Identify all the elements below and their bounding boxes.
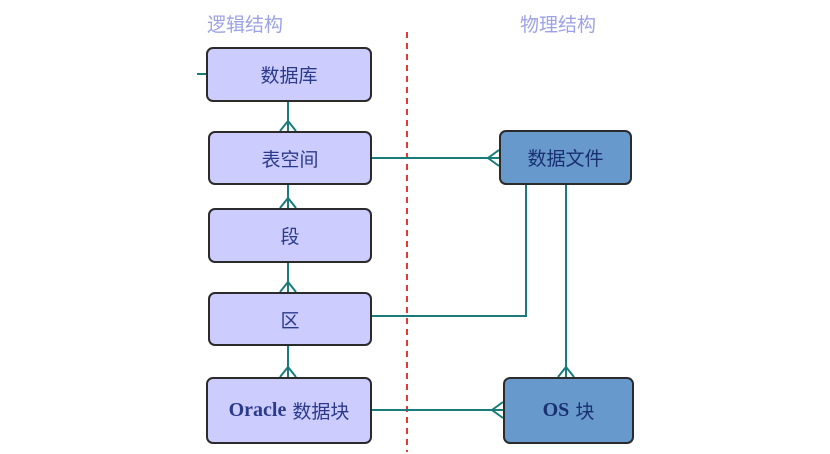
crowfoot-segment [279,196,297,209]
os-block-prefix: OS [542,399,570,421]
crowfoot-datafile [486,149,500,167]
segment-label: 段 [280,226,300,248]
logical-structure-header: 逻辑结构 [207,14,284,36]
tablespace-label: 表空间 [261,148,319,171]
crowfoot-osblock-top [557,365,575,378]
oracle-block-prefix: Oracle [228,399,287,421]
datafile-label: 数据文件 [527,148,604,170]
connector-datafile-extent [372,185,527,317]
datafile-box: 数据文件 [499,130,632,185]
database-box: 数据库 [206,47,372,102]
extent-box: 区 [208,292,372,346]
os-block-box: OS 块 [503,377,634,444]
oracle-block-suffix: 数据块 [286,401,350,423]
physical-structure-header: 物理结构 [520,14,597,36]
oracle-block-box: Oracle 数据块 [206,377,372,444]
crowfoot-osblock [490,401,504,419]
crowfoot-block [279,365,297,378]
os-block-suffix: 块 [569,401,595,423]
tablespace-box: 表空间 [208,131,372,185]
extent-label: 区 [280,309,300,332]
segment-box: 段 [208,208,372,263]
crowfoot-tablespace [279,119,297,132]
database-label: 数据库 [260,65,318,87]
crowfoot-extent [279,280,297,293]
